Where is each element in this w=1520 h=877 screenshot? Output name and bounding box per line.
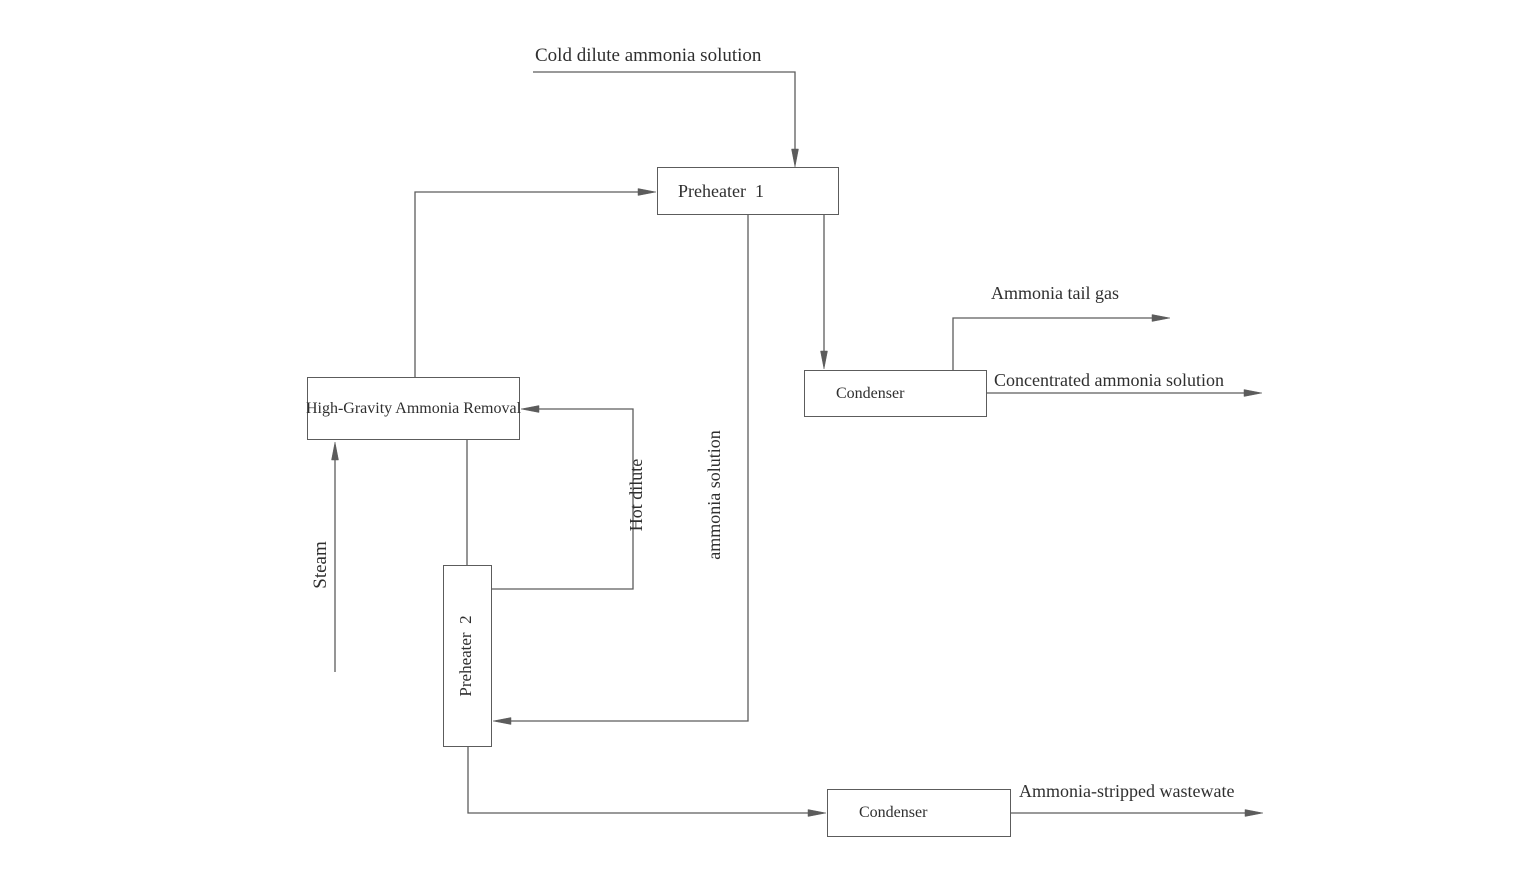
arrowhead-down-condenser1-top-icon (820, 350, 828, 370)
arrowhead-right-wastewater-icon (1244, 809, 1264, 817)
steam-label: Steam (310, 541, 331, 589)
condenser1-box: Condenser (804, 370, 987, 417)
arrowhead-left-hga-right-icon (520, 405, 540, 413)
line-hga-to-preheater1 (414, 191, 639, 377)
arrowhead-right-tail-gas-icon (1151, 314, 1171, 322)
line-cold-dilute-to-preheater1 (533, 71, 796, 150)
condenser2-box: Condenser (827, 789, 1011, 837)
arrowhead-left-preheater2-right-icon (492, 717, 512, 725)
line-preheater1-to-preheater2 (510, 215, 749, 722)
preheater2-box-label: Preheater 2 (456, 615, 475, 697)
line-condenser1-tail-gas (952, 317, 1153, 370)
hot-dilute-ammonia-solution-label: Hot dilute ammonia solution (571, 410, 724, 580)
hot-dilute-label-line2: ammonia solution (704, 430, 724, 560)
ammonia-stripped-wastewater-label: Ammonia-stripped wastewate (1019, 781, 1235, 801)
line-preheater2-to-hga-hot-dilute (492, 408, 634, 590)
high-gravity-ammonia-removal-box: High-Gravity Ammonia Removal (306, 377, 521, 440)
hot-dilute-label-line1: Hot dilute (626, 458, 646, 532)
arrowhead-right-preheater1-left-icon (637, 188, 657, 196)
ammonia-tail-gas-label: Ammonia tail gas (991, 283, 1119, 303)
preheater1-box: Preheater 1 (657, 167, 839, 215)
cold-dilute-ammonia-solution-label: Cold dilute ammonia solution (535, 45, 762, 66)
arrowhead-right-condenser2-left-icon (807, 809, 827, 817)
preheater2-box (443, 565, 492, 747)
concentrated-ammonia-solution-label: Concentrated ammonia solution (994, 370, 1224, 390)
arrowhead-right-concentrated-icon (1243, 389, 1263, 397)
line-preheater2-to-condenser2 (467, 747, 809, 814)
arrowhead-up-hga-bottom-icon (331, 441, 339, 461)
arrowhead-down-preheater1-top-icon (791, 148, 799, 168)
